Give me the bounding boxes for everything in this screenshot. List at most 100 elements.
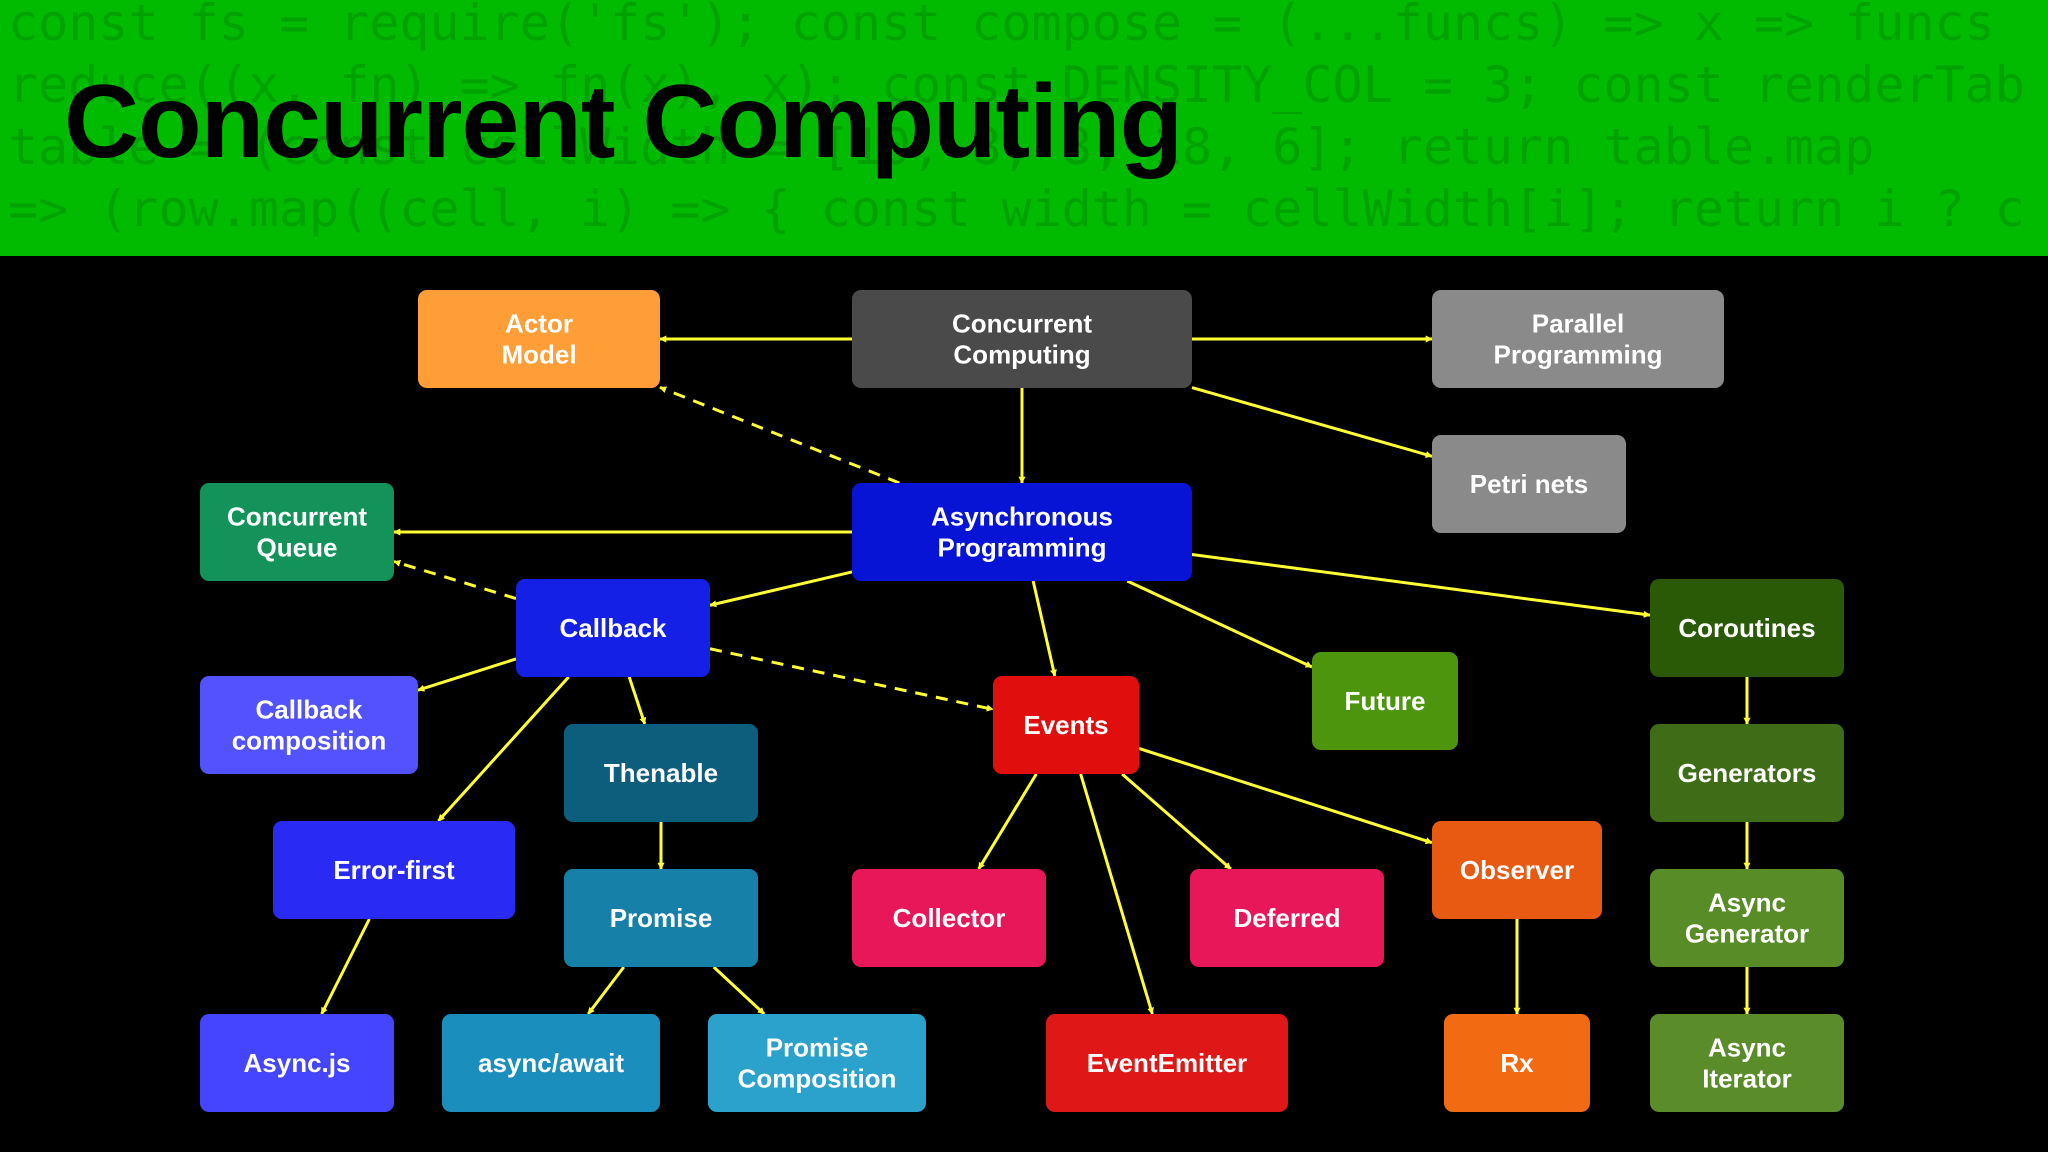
node-asyncjs: Async.js xyxy=(200,1014,394,1112)
node-box xyxy=(1432,290,1724,388)
node-label: Callback xyxy=(560,613,667,643)
node-box xyxy=(564,724,758,822)
page-title: Concurrent Computing xyxy=(64,64,1183,180)
node-label: Future xyxy=(1345,686,1426,716)
edge-callback-to-cq xyxy=(393,559,517,600)
node-label: EventEmitter xyxy=(1087,1048,1247,1078)
node-box xyxy=(1046,1014,1288,1112)
edge-async-to-actor xyxy=(659,385,900,485)
node-label: async/await xyxy=(478,1048,624,1078)
node-box xyxy=(1444,1014,1590,1112)
node-future: Future xyxy=(1312,652,1458,750)
node-label: Events xyxy=(1023,710,1108,740)
node-label: Error-first xyxy=(333,855,455,885)
edge-async-to-coroutines xyxy=(1191,553,1651,618)
node-box xyxy=(200,483,394,581)
code-background: const fs = require('fs'); const compose … xyxy=(8,0,2048,240)
node-coroutines: Coroutines xyxy=(1650,579,1844,677)
node-rx: Rx xyxy=(1444,1014,1590,1112)
edge-callback-to-cbcomp xyxy=(417,657,517,692)
node-box xyxy=(852,869,1046,967)
edge-async-to-events xyxy=(1031,580,1057,677)
node-errfirst: Error-first xyxy=(273,821,515,919)
header-banner: const fs = require('fs'); const compose … xyxy=(0,0,2048,256)
edge-events-to-emitter xyxy=(1079,773,1154,1015)
node-box xyxy=(1312,652,1458,750)
edges-layer xyxy=(320,335,1751,1016)
node-asyncawait: async/await xyxy=(442,1014,660,1112)
node-box xyxy=(442,1014,660,1112)
node-label: Coroutines xyxy=(1678,613,1815,643)
code-line: reduce((x, fn) => fn(x), x); const DENSI… xyxy=(8,56,2025,114)
node-box xyxy=(1432,821,1602,919)
code-line: table = (const cellWidth = [10, 8, 8, 18… xyxy=(8,118,1875,176)
edge-callback-to-errfirst xyxy=(437,675,570,823)
node-generators: Generators xyxy=(1650,724,1844,822)
edge-async-to-callback xyxy=(709,570,853,608)
node-label: Promise xyxy=(610,903,713,933)
node-observer: Observer xyxy=(1432,821,1602,919)
node-box xyxy=(273,821,515,919)
node-label: Petri nets xyxy=(1470,469,1589,499)
node-box xyxy=(993,676,1139,774)
edge-events-to-collector xyxy=(977,773,1038,870)
node-box xyxy=(418,290,660,388)
node-box xyxy=(200,676,418,774)
edge-promise-to-promcomp xyxy=(712,965,766,1016)
edge-async-to-future xyxy=(1126,579,1313,669)
code-line: const fs = require('fs'); const compose … xyxy=(8,0,1995,52)
node-petri: Petri nets xyxy=(1432,435,1626,533)
node-box xyxy=(564,869,758,967)
node-box xyxy=(1190,869,1384,967)
node-box xyxy=(1650,1014,1844,1112)
edge-promise-to-asyncawait xyxy=(586,966,626,1015)
node-label: Collector xyxy=(893,903,1006,933)
edge-callback-to-events xyxy=(709,647,994,712)
node-label: Async.js xyxy=(244,1048,351,1078)
node-promise: Promise xyxy=(564,869,758,967)
node-label: Rx xyxy=(1500,1048,1534,1078)
code-line: => (row.map((cell, i) => { const width =… xyxy=(8,180,2025,238)
node-box xyxy=(852,483,1192,581)
edge-callback-to-thenable xyxy=(627,676,647,725)
node-label: Deferred xyxy=(1234,903,1341,933)
node-box xyxy=(1650,579,1844,677)
node-box xyxy=(1650,724,1844,822)
node-emitter: EventEmitter xyxy=(1046,1014,1288,1112)
node-box xyxy=(200,1014,394,1112)
node-events: Events xyxy=(993,676,1139,774)
node-label: Observer xyxy=(1460,855,1574,885)
edge-cc-to-petri xyxy=(1191,386,1433,458)
node-box xyxy=(852,290,1192,388)
node-deferred: Deferred xyxy=(1190,869,1384,967)
edge-events-to-deferred xyxy=(1121,772,1232,871)
node-box xyxy=(516,579,710,677)
edge-errfirst-to-asyncjs xyxy=(320,918,371,1015)
node-box xyxy=(1650,869,1844,967)
node-thenable: Thenable xyxy=(564,724,758,822)
node-box xyxy=(1432,435,1626,533)
node-label: Thenable xyxy=(604,758,718,788)
node-callback: Callback xyxy=(516,579,710,677)
edge-events-to-observer xyxy=(1138,747,1433,845)
node-box xyxy=(708,1014,926,1112)
node-collector: Collector xyxy=(852,869,1046,967)
